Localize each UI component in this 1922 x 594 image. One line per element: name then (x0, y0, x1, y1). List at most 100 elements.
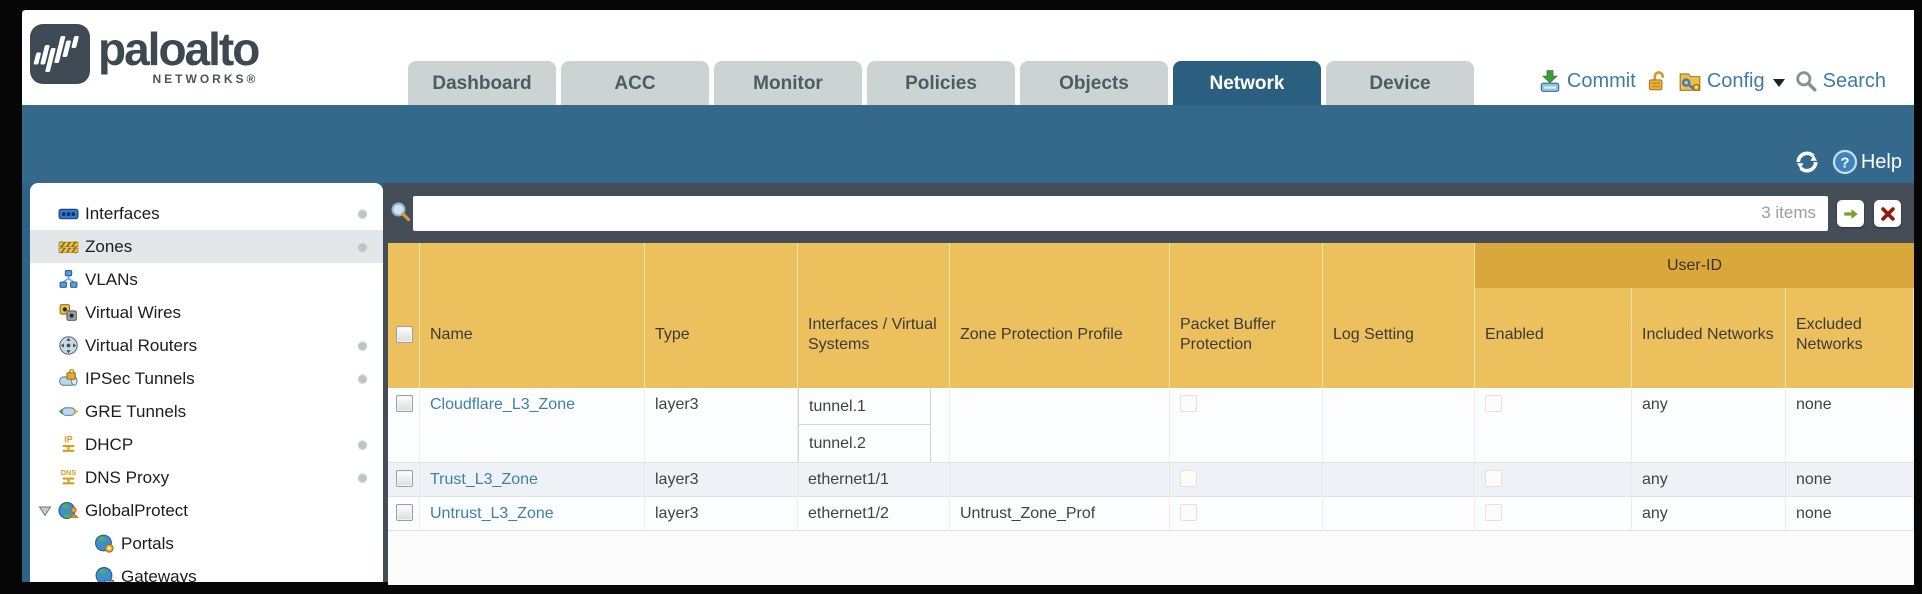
interface-item: tunnel.2 (809, 435, 866, 452)
chevron-down-icon (1772, 78, 1785, 87)
search-button[interactable]: Search (1794, 69, 1886, 93)
globalprotect-icon (58, 500, 79, 521)
clear-filter-button[interactable] (1874, 200, 1901, 227)
sidebar-item-globalprotect[interactable]: GlobalProtect (30, 494, 383, 527)
tab-network[interactable]: Network (1173, 61, 1321, 105)
status-dot (358, 374, 367, 383)
cell-name: Untrust_L3_Zone (420, 497, 645, 530)
user-id-enabled-checkbox[interactable] (1485, 395, 1502, 412)
row-select-checkbox[interactable] (396, 470, 413, 487)
tab-objects[interactable]: Objects (1020, 61, 1168, 105)
arrow-right-icon (1842, 205, 1860, 223)
row-select-checkbox[interactable] (396, 395, 413, 412)
interface-item: tunnel.1 (799, 388, 930, 425)
cell-enabled (1475, 388, 1632, 462)
interface-item: ethernet1/2 (808, 505, 889, 522)
tab-monitor[interactable]: Monitor (714, 61, 862, 105)
column-header-label: Enabled (1485, 325, 1544, 343)
filter-input[interactable] (413, 196, 1828, 231)
cell-interfaces: ethernet1/1 (798, 463, 950, 496)
filter-input-wrap: 3 items (413, 196, 1828, 231)
zone-name-link[interactable]: Untrust_L3_Zone (430, 505, 554, 522)
column-header-packet-buffer-protection[interactable]: Packet Buffer Protection (1170, 243, 1323, 388)
packet-buffer-checkbox[interactable] (1180, 504, 1197, 521)
config-icon (1678, 69, 1702, 93)
sidebar-item-label: GlobalProtect (85, 500, 188, 520)
included-networks-value: any (1642, 471, 1668, 488)
help-button[interactable]: ? Help (1832, 149, 1902, 175)
sidebar-item-interfaces[interactable]: Interfaces (30, 197, 383, 230)
sidebar-item-label: VLANs (85, 269, 138, 289)
sidebar-item-ipsec-tunnels[interactable]: IPSec Tunnels (30, 362, 383, 395)
gre-tunnels-icon (58, 401, 79, 422)
column-header-included-networks[interactable]: Included Networks (1632, 243, 1786, 388)
virtual-wires-icon (58, 302, 79, 323)
expander-icon[interactable] (38, 504, 52, 518)
column-header-label: Excluded Networks (1796, 315, 1863, 353)
tab-device[interactable]: Device (1326, 61, 1474, 105)
column-header-label: Interfaces / Virtual Systems (808, 315, 937, 353)
user-id-enabled-checkbox[interactable] (1485, 504, 1502, 521)
row-select-checkbox[interactable] (396, 504, 413, 521)
column-header-enabled[interactable]: Enabled (1475, 243, 1632, 388)
zone-name-link[interactable]: Trust_L3_Zone (430, 471, 538, 488)
cell-packet-buffer-protection (1170, 497, 1323, 530)
interface-list: tunnel.1 tunnel.2 (798, 388, 931, 462)
packet-buffer-checkbox[interactable] (1180, 395, 1197, 412)
column-header-interfaces[interactable]: Interfaces / Virtual Systems (798, 243, 950, 388)
column-header-name[interactable]: Name (420, 243, 645, 388)
refresh-button[interactable] (1794, 149, 1820, 175)
cell-log-setting (1323, 463, 1475, 496)
sidebar-item-label: Interfaces (85, 203, 160, 223)
tab-acc[interactable]: ACC (561, 61, 709, 105)
brand-subtitle: NETWORKS® (152, 72, 259, 86)
column-header-select[interactable] (388, 243, 420, 388)
column-header-zone-protection-profile[interactable]: Zone Protection Profile (950, 243, 1170, 388)
config-menu-button[interactable]: Config (1678, 69, 1785, 93)
paloalto-logo-icon (30, 24, 90, 84)
sidebar-item-virtual-wires[interactable]: Virtual Wires (30, 296, 383, 329)
sidebar-item-label: Portals (121, 533, 174, 553)
svg-text:IP: IP (64, 434, 72, 444)
sidebar-item-portals[interactable]: Portals (30, 527, 383, 560)
lock-icon[interactable] (1645, 69, 1669, 93)
column-header-excluded-networks[interactable]: Excluded Networks (1786, 243, 1914, 388)
apply-filter-button[interactable] (1837, 200, 1864, 227)
cell-interfaces: ethernet1/2 (798, 497, 950, 530)
commit-icon (1538, 69, 1562, 93)
included-networks-value: any (1642, 505, 1668, 522)
commit-label: Commit (1566, 69, 1636, 92)
cell-enabled (1475, 497, 1632, 530)
sidebar-item-label: Virtual Routers (85, 335, 198, 355)
select-all-checkbox[interactable] (396, 326, 413, 343)
column-header-type[interactable]: Type (645, 243, 798, 388)
sidebar-item-gre-tunnels[interactable]: GRE Tunnels (30, 395, 383, 428)
cell-included-networks: any (1632, 497, 1786, 530)
sidebar-item-virtual-routers[interactable]: Virtual Routers (30, 329, 383, 362)
subheader-band: ? Help (22, 105, 1914, 183)
sidebar-item-zones[interactable]: Zones (30, 230, 383, 263)
user-id-enabled-checkbox[interactable] (1485, 470, 1502, 487)
commit-button[interactable]: Commit (1538, 69, 1636, 93)
sidebar-item-label: Gateways (121, 566, 197, 583)
column-header-label: Log Setting (1333, 325, 1414, 343)
brand-name: paloalto (98, 23, 260, 75)
filter-search-icon (389, 201, 411, 223)
sidebar-item-label: IPSec Tunnels (85, 368, 195, 388)
column-header-log-setting[interactable]: Log Setting (1323, 243, 1475, 388)
sidebar-item-label: GRE Tunnels (85, 401, 187, 421)
packet-buffer-checkbox[interactable] (1180, 470, 1197, 487)
sidebar-item-gateways[interactable]: Gateways (30, 560, 383, 582)
sidebar-item-vlans[interactable]: VLANs (30, 263, 383, 296)
zone-name-link[interactable]: Cloudflare_L3_Zone (430, 396, 575, 413)
tab-dashboard[interactable]: Dashboard (408, 61, 556, 105)
cell-excluded-networks: none (1786, 388, 1914, 462)
tab-policies[interactable]: Policies (867, 61, 1015, 105)
user-id-group-label: User-ID (1666, 256, 1723, 274)
